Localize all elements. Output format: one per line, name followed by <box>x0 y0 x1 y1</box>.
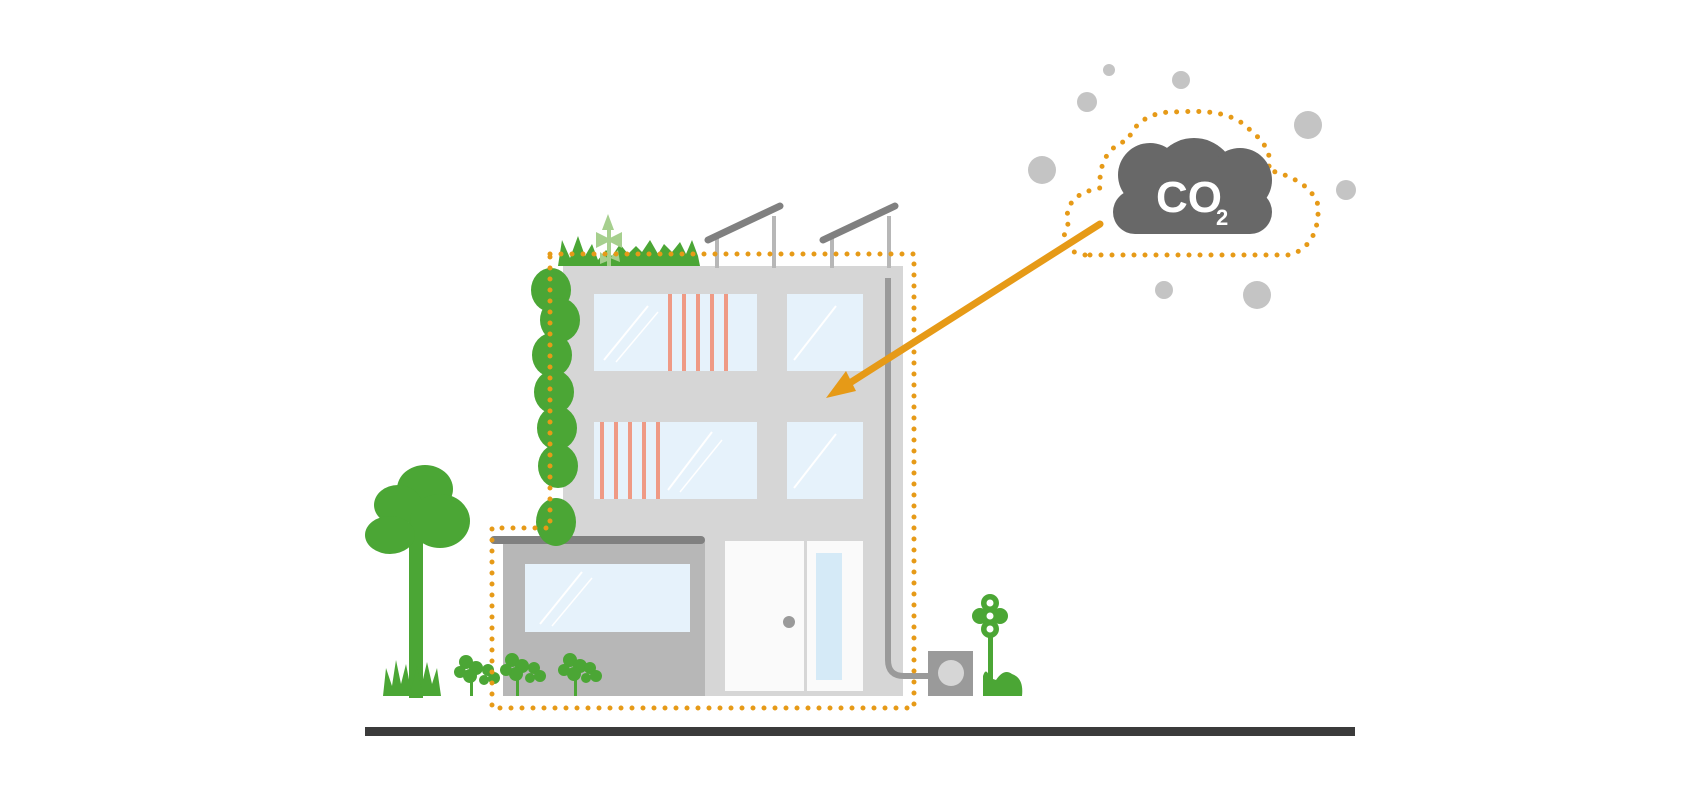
flower-icon <box>972 594 1023 696</box>
shrub-icon <box>454 655 500 696</box>
heat-pump-icon <box>928 651 973 696</box>
window <box>525 564 690 632</box>
tree-icon <box>365 465 470 698</box>
building <box>490 266 934 696</box>
roof-garden <box>558 214 700 266</box>
co2-cloud-icon: CO 2 <box>1113 138 1272 234</box>
window <box>594 294 757 371</box>
solar-panel-icon <box>704 202 784 268</box>
shrub-icon <box>500 653 546 696</box>
particles <box>1028 64 1356 309</box>
arrow-icon <box>826 220 1104 398</box>
window <box>787 294 863 371</box>
door-knob <box>783 616 795 628</box>
shrub-icon <box>558 653 602 696</box>
window-blinds <box>600 422 660 499</box>
window <box>594 422 757 499</box>
downpipe <box>885 278 934 679</box>
annex-roof-edge <box>490 536 705 544</box>
entrance-door <box>725 541 863 691</box>
window-blinds <box>668 294 728 371</box>
co2-label: CO <box>1156 173 1222 222</box>
system-boundary <box>489 251 917 711</box>
co2-subscript: 2 <box>1216 205 1228 230</box>
window <box>787 422 863 499</box>
solar-panel-icon <box>819 202 899 268</box>
ground-line <box>365 727 1355 736</box>
cloud-boundary <box>1061 108 1321 258</box>
